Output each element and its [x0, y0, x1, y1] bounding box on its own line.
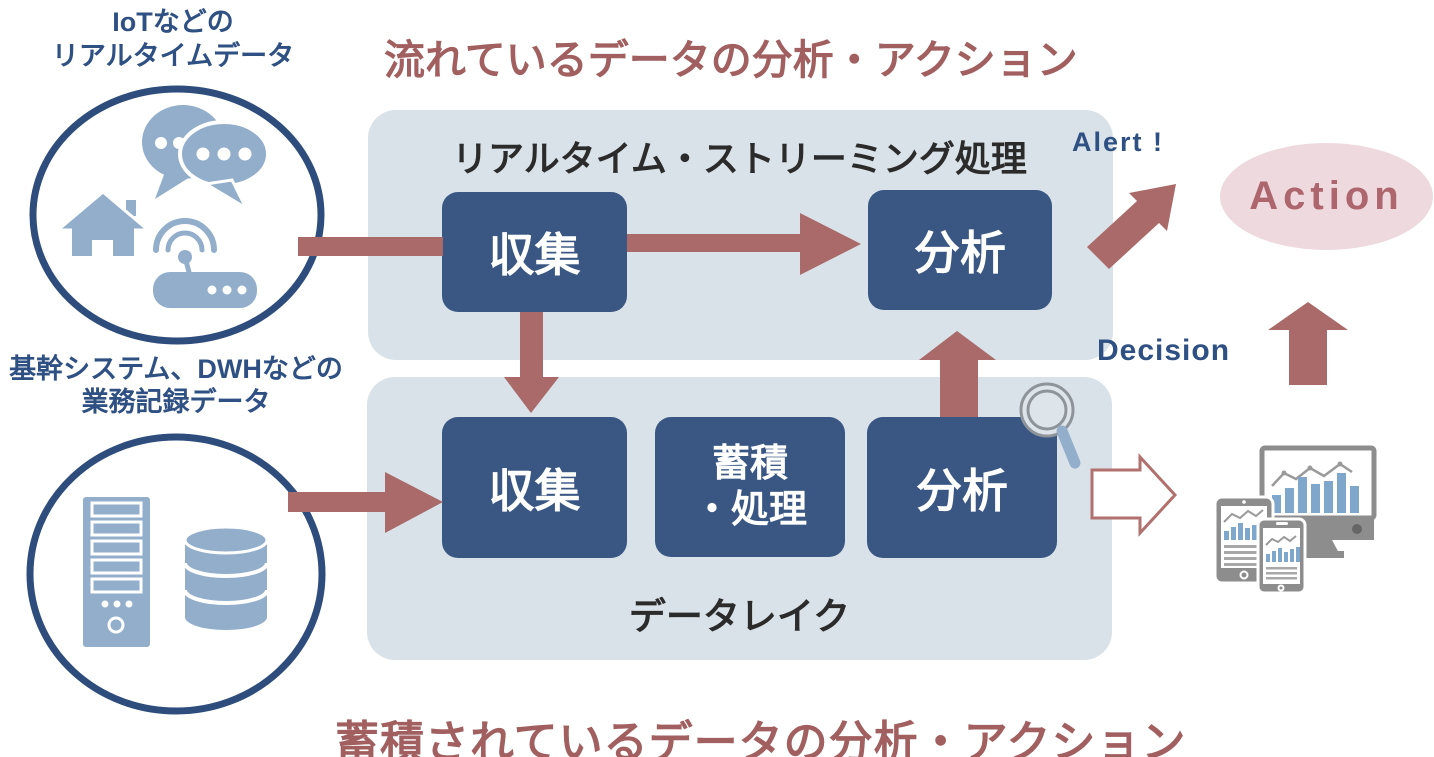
- iot-source-label-line1: IoTなどの: [112, 7, 234, 37]
- speech-bubbles-icon: [142, 105, 270, 212]
- arrow-lake-output-hollow: [1090, 453, 1178, 537]
- lake-collect-label: 収集: [488, 464, 581, 517]
- server-tower-icon: [83, 497, 150, 647]
- enterprise-source-label-line1: 基幹システム、DWHなどの: [9, 354, 343, 384]
- bottom-flow-title: 蓄積されているデータの分析・アクション: [335, 718, 1187, 757]
- arrow-decision-to-action: [1268, 302, 1348, 385]
- iot-source-circle: [29, 85, 325, 345]
- lake-collect-box: 収集: [442, 417, 627, 558]
- stream-collect-label: 収集: [488, 229, 581, 281]
- lake-store-box: 蓄積 ・処理: [655, 417, 845, 557]
- action-label: Action: [1249, 174, 1404, 218]
- lake-analyze-label: 分析: [916, 464, 1008, 517]
- iot-source-label: IoTなどの リアルタイムデータ: [18, 5, 328, 73]
- decision-label: Decision: [1097, 334, 1231, 367]
- arrow-analyze-to-alert: [1087, 184, 1176, 269]
- arrow-enterprise-to-lake-collect: [288, 472, 443, 533]
- datalake-label: データレイク: [628, 596, 851, 637]
- lake-store-label-line1: 蓄積: [711, 442, 788, 485]
- smart-home-icon: [53, 190, 153, 256]
- wifi-router-icon: [153, 218, 257, 308]
- arrow-iot-to-stream-collect: [298, 237, 443, 256]
- database-cylinder-icon: [183, 525, 269, 630]
- phone-with-charts-icon: [1256, 517, 1307, 595]
- action-ellipse: Action: [1220, 143, 1433, 250]
- arrow-lake-analyze-up-to-stream: [919, 331, 996, 417]
- enterprise-source-circle: [26, 433, 326, 715]
- enterprise-source-label: 基幹システム、DWHなどの 業務記録データ: [0, 353, 352, 419]
- enterprise-source-label-line2: 業務記録データ: [81, 387, 271, 417]
- lake-analyze-box: 分析: [867, 417, 1057, 558]
- magnifying-glass-icon: [1019, 382, 1081, 469]
- iot-source-label-line2: リアルタイムデータ: [51, 41, 295, 71]
- top-flow-title: 流れているデータの分析・アクション: [384, 37, 1078, 83]
- alert-label: Alert !: [1072, 127, 1165, 157]
- arrow-stream-collect-down-to-lake: [504, 312, 559, 413]
- stream-analyze-box: 分析: [868, 190, 1052, 310]
- arrow-stream-collect-to-analyze: [627, 213, 861, 275]
- stream-collect-box: 収集: [442, 192, 627, 312]
- lake-store-label-line2: ・処理: [692, 489, 807, 531]
- stream-analyze-label: 分析: [914, 227, 1006, 279]
- streaming-panel-title: リアルタイム・ストリーミング処理: [452, 138, 1027, 179]
